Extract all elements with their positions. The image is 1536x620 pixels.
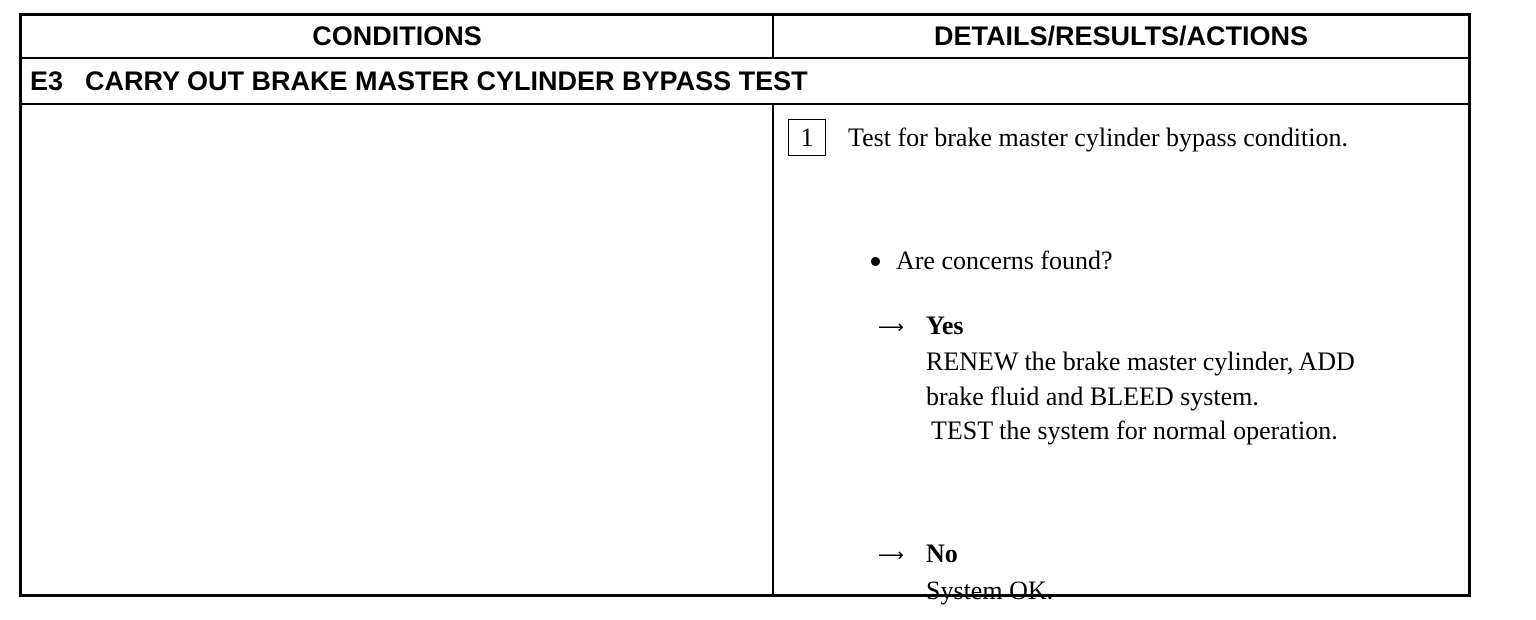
yes-action-line: TEST the system for normal operation.	[931, 416, 1338, 445]
step-number-box: 1	[788, 119, 826, 156]
question-item: Are concerns found?	[871, 246, 1113, 276]
section-title: CARRY OUT BRAKE MASTER CYLINDER BYPASS T…	[85, 65, 808, 96]
no-action-line: System OK.	[926, 576, 1054, 605]
conditions-cell	[22, 105, 772, 594]
details-header: DETAILS/RESULTS/ACTIONS	[772, 16, 1468, 59]
conditions-header: CONDITIONS	[22, 16, 772, 59]
step-text: Test for brake master cylinder bypass co…	[848, 123, 1348, 152]
diagnostic-table: CONDITIONS DETAILS/RESULTS/ACTIONS E3 CA…	[19, 13, 1471, 605]
arrow-right-icon: ⟶	[878, 317, 904, 338]
yes-action-line: brake fluid and BLEED system.	[926, 382, 1259, 411]
section-code: E3	[30, 65, 64, 96]
no-label: No	[926, 539, 958, 568]
bullet-icon	[871, 256, 880, 266]
yes-action-line: RENEW the brake master cylinder, ADD	[926, 347, 1355, 376]
arrow-right-icon: ⟶	[878, 545, 904, 566]
section-title-row: E3 CARRY OUT BRAKE MASTER CYLINDER BYPAS…	[22, 59, 1468, 105]
question-text: Are concerns found?	[896, 246, 1113, 275]
details-cell: 1 Test for brake master cylinder bypass …	[772, 105, 1468, 605]
yes-label: Yes	[926, 311, 964, 340]
